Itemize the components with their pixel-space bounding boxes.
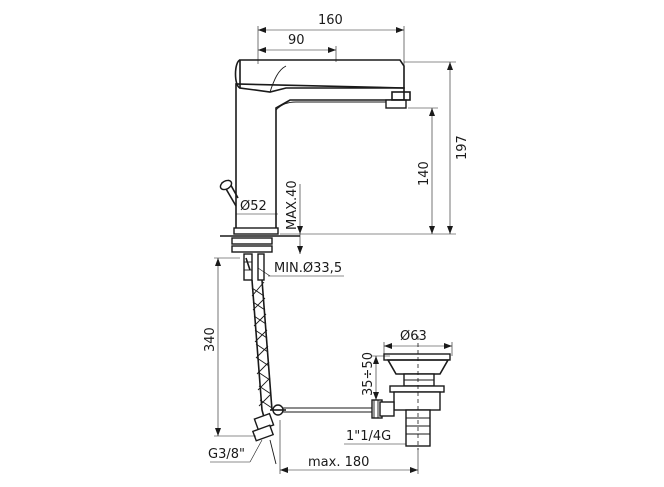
dim-waste-diameter: Ø63 (400, 329, 427, 344)
mounting-assembly (220, 235, 300, 281)
dim-hose-length: 340 (203, 327, 218, 352)
inlet-fitting (251, 412, 277, 465)
dim-total-height: 197 (455, 135, 470, 160)
dim-handle-reach: 90 (288, 33, 305, 48)
dim-spout-height: 140 (417, 161, 432, 186)
dim-waste-thread: 1"1/4G (346, 429, 391, 444)
dim-overall-reach: 160 (318, 13, 343, 28)
lever-handle (219, 179, 239, 207)
braided-hose (251, 279, 273, 433)
dim-waste-adjustment: 35÷50 (361, 352, 376, 396)
pop-up-rod (245, 257, 372, 416)
dim-base-diameter: Ø52 (240, 199, 267, 214)
dimension-arrows (215, 27, 453, 473)
dim-rod-reach: max. 180 (308, 455, 369, 470)
dim-inlet-thread: G3/8" (208, 447, 245, 462)
dim-min-hole-diameter: MIN.Ø33,5 (274, 261, 342, 276)
dimension-lines (210, 26, 456, 474)
dim-max-deck-thickness: MAX.40 (285, 180, 300, 230)
waste-assembly (371, 336, 451, 450)
